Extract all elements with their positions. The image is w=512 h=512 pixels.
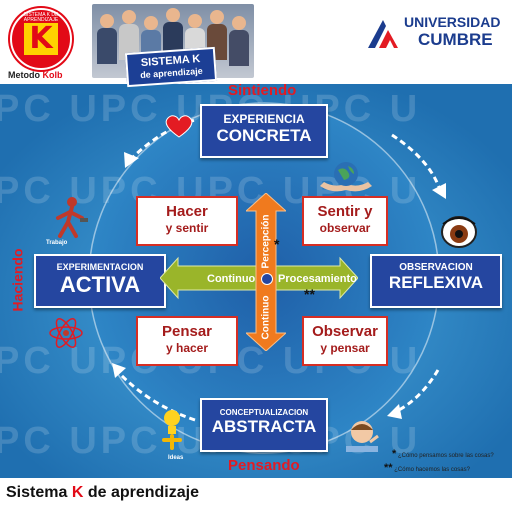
ideas-label: Ideas xyxy=(168,455,184,461)
axis-label-haciendo: Haciendo xyxy=(9,248,26,312)
sistema-k-card: SISTEMA K de aprendizaje xyxy=(124,46,218,88)
legend-marker: ** xyxy=(384,462,393,474)
mode-observacion-reflexiva: OBSERVACION REFLEXIVA xyxy=(370,254,502,308)
perception-axis xyxy=(246,193,286,351)
quadrant-hacer-y-sentir: Hacer y sentir xyxy=(136,196,238,246)
metodo-prefix: Metodo xyxy=(8,70,40,80)
university-mark-icon xyxy=(368,20,398,48)
legend-item: * ¿Cómo pensamos sobre las cosas? xyxy=(392,448,494,460)
logo-tiny-text: SISTEMA K DE APRENDIZAJE xyxy=(23,12,59,23)
header xyxy=(0,0,512,84)
cycle-arrow-top-right xyxy=(391,133,442,191)
processing-axis-right-label: Procesamiento xyxy=(278,273,357,285)
university-name-line2: CUMBRE xyxy=(418,30,493,49)
quadrant-line2: y pensar xyxy=(320,341,370,355)
mode-experiencia-concreta: EXPERIENCIA CONCRETA xyxy=(200,104,328,158)
metodo-name: Kolb xyxy=(42,70,63,80)
mode-conceptualizacion-abstracta: CONCEPTUALIZACION ABSTRACTA xyxy=(200,398,328,452)
processing-axis-left-label: Continuo xyxy=(207,273,256,285)
legend-text: ¿Cómo pensamos sobre las cosas? xyxy=(397,453,494,459)
lightbulb-person-icon xyxy=(162,410,182,450)
quadrant-line1: Pensar xyxy=(161,323,213,340)
mode-line2: ACTIVA xyxy=(59,272,141,297)
quadrant-line1: Sentir y xyxy=(317,203,373,220)
perception-axis-top-label: Percepción xyxy=(260,214,272,269)
quadrant-line2: y sentir xyxy=(165,221,209,235)
metodo-kolb-label: Metodo Kolb xyxy=(8,70,63,80)
mode-line2: ABSTRACTA xyxy=(211,417,317,436)
quadrant-observar-y-pensar: Observar y pensar xyxy=(302,316,388,366)
atom-icon xyxy=(49,318,83,348)
mode-line1: OBSERVACION xyxy=(399,262,473,273)
worker-icon xyxy=(56,197,88,238)
quadrant-line2: y hacer xyxy=(165,341,209,355)
mode-line2: REFLEXIVA xyxy=(388,273,484,292)
legend-item: ** ¿Cómo hacemos las cosas? xyxy=(384,462,470,474)
mode-line2: CONCRETA xyxy=(216,126,312,145)
axis-label-pensando: Pensando xyxy=(228,457,300,474)
university-name-line1: UNIVERSIDAD xyxy=(404,14,501,30)
sistema-k-logo: SISTEMA K DE APRENDIZAJE K xyxy=(10,8,72,70)
axis-center-dot xyxy=(261,273,273,285)
quadrant-sentir-y-observar: Sentir y observar xyxy=(302,196,388,246)
footer-suffix: de aprendizaje xyxy=(87,484,199,501)
quadrant-line2: observar xyxy=(319,221,371,235)
cycle-arrow-bottom-right xyxy=(394,369,440,414)
perception-marker: * xyxy=(274,236,280,252)
heart-icon xyxy=(165,115,193,138)
footer-k-letter: K xyxy=(71,484,84,501)
legend-marker: * xyxy=(392,448,397,460)
quadrant-line1: Observar xyxy=(312,323,378,340)
quadrant-line1: Hacer xyxy=(166,203,208,220)
trabajo-label: Trabajo xyxy=(46,240,68,246)
cycle-arrow-bottom-left xyxy=(116,370,196,422)
logo-k-letter: K xyxy=(24,23,58,55)
footer-prefix: Sistema xyxy=(6,484,68,501)
footer-title: Sistema K de aprendizaje xyxy=(6,484,199,502)
hands-globe-icon xyxy=(320,162,372,192)
thinking-person-icon xyxy=(346,421,379,452)
processing-marker: ** xyxy=(304,286,315,302)
legend-text: ¿Cómo hacemos las cosas? xyxy=(394,467,470,473)
eye-icon xyxy=(441,216,477,248)
quadrant-pensar-y-hacer: Pensar y hacer xyxy=(136,316,238,366)
mode-experimentacion-activa: EXPERIMENTACION ACTIVA xyxy=(34,254,166,308)
mode-line1: EXPERIENCIA xyxy=(223,112,305,126)
perception-axis-bottom-label: Continuo xyxy=(260,295,272,340)
footer-bar xyxy=(0,478,512,512)
mode-line1: CONCEPTUALIZACION xyxy=(219,408,309,417)
universidad-cumbre-logo: UNIVERSIDAD CUMBRE xyxy=(358,12,506,52)
axis-label-sintiendo: Sintiendo xyxy=(228,82,297,99)
mode-line1: EXPERIMENTACION xyxy=(56,262,144,272)
